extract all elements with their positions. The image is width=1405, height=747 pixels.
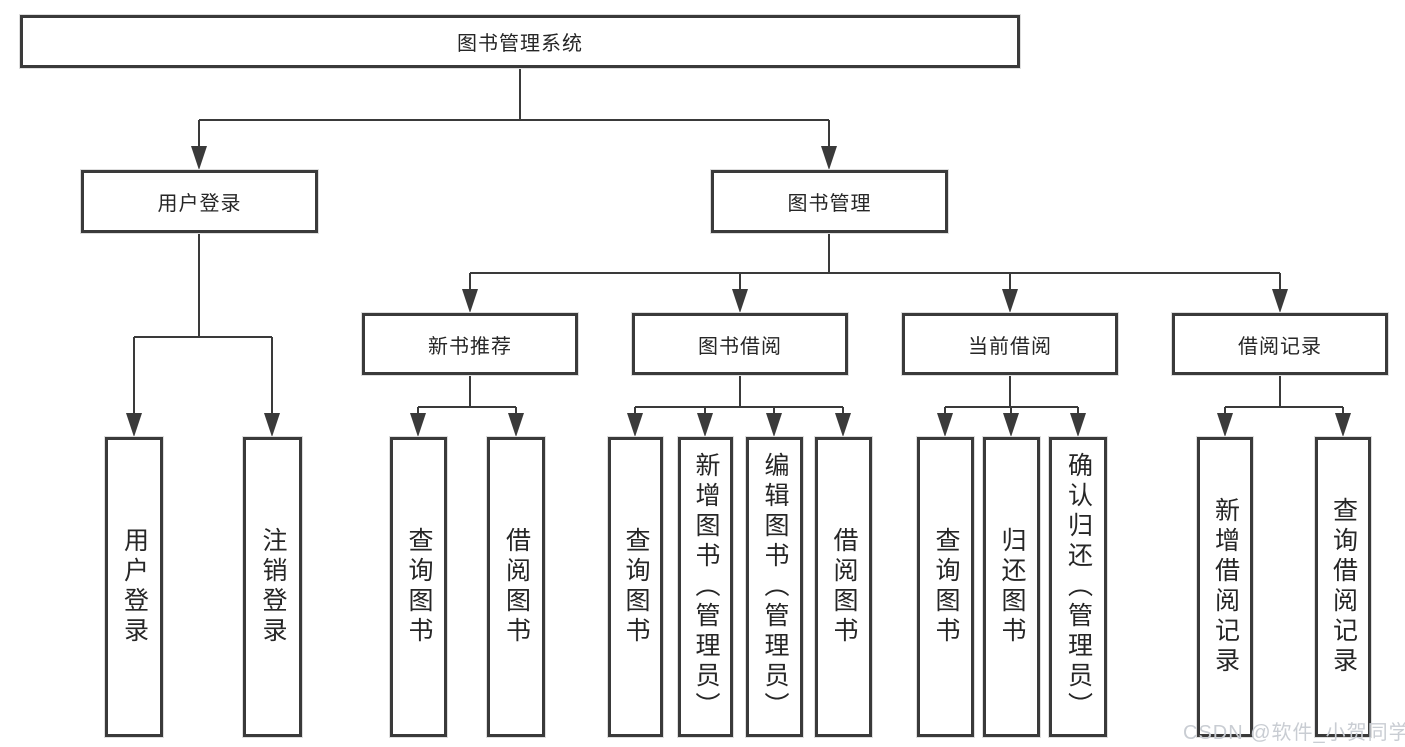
leaf-recommend-borrow-book-label: 借阅图书 xyxy=(502,527,531,647)
leaf-recommend-borrow-book: 借阅图书 xyxy=(487,437,545,737)
leaf-records-query-record: 查询借阅记录 xyxy=(1315,437,1371,737)
leaf-current-query-book-label: 查询图书 xyxy=(932,527,960,647)
leaf-current-query-book: 查询图书 xyxy=(917,437,974,737)
node-current-borrow: 当前借阅 xyxy=(902,313,1118,375)
leaf-logout-label: 注销登录 xyxy=(259,527,287,647)
csdn-watermark: CSDN @软件_小贺同学 xyxy=(1183,722,1405,744)
leaf-records-add-record: 新增借阅记录 xyxy=(1197,437,1253,737)
leaf-records-add-record-label: 新增借阅记录 xyxy=(1211,497,1240,677)
node-root-label: 图书管理系统 xyxy=(457,33,583,55)
leaf-borrow-edit-book-admin: 编辑图书（管理员） xyxy=(746,437,803,737)
node-borrow-records-label: 借阅记录 xyxy=(1238,335,1322,358)
leaf-borrow-edit-book-admin-label: 编辑图书（管理员） xyxy=(761,452,789,722)
node-new-book-recommend-label: 新书推荐 xyxy=(428,335,512,358)
leaf-borrow-query-book-label: 查询图书 xyxy=(622,527,650,647)
leaf-recommend-query-book-label: 查询图书 xyxy=(405,527,433,647)
leaf-borrow-add-book-admin: 新增图书（管理员） xyxy=(678,437,733,737)
node-user-login-label: 用户登录 xyxy=(157,193,242,215)
node-book-management-label: 图书管理 xyxy=(787,193,872,215)
leaf-current-return-book: 归还图书 xyxy=(983,437,1040,737)
node-book-management: 图书管理 xyxy=(711,170,948,233)
leaf-current-return-book-label: 归还图书 xyxy=(998,527,1026,647)
node-book-borrow-label: 图书借阅 xyxy=(698,335,782,358)
leaf-borrow-borrow-book: 借阅图书 xyxy=(815,437,872,737)
leaf-current-confirm-return-admin-label: 确认归还（管理员） xyxy=(1064,452,1093,722)
node-current-borrow-label: 当前借阅 xyxy=(968,335,1052,358)
node-user-login: 用户登录 xyxy=(81,170,318,233)
leaf-borrow-query-book: 查询图书 xyxy=(608,437,663,737)
leaf-borrow-borrow-book-label: 借阅图书 xyxy=(830,527,858,647)
node-root-library-system: 图书管理系统 xyxy=(20,15,1020,68)
leaf-borrow-add-book-admin-label: 新增图书（管理员） xyxy=(692,452,720,722)
leaf-current-confirm-return-admin: 确认归还（管理员） xyxy=(1049,437,1107,737)
leaf-records-query-record-label: 查询借阅记录 xyxy=(1329,497,1358,677)
arrowheads xyxy=(126,146,1351,437)
leaf-user-login: 用户登录 xyxy=(105,437,163,737)
node-new-book-recommend: 新书推荐 xyxy=(362,313,578,375)
node-book-borrow: 图书借阅 xyxy=(632,313,848,375)
node-borrow-records: 借阅记录 xyxy=(1172,313,1388,375)
leaf-logout: 注销登录 xyxy=(243,437,302,737)
leaf-recommend-query-book: 查询图书 xyxy=(390,437,447,737)
leaf-user-login-label: 用户登录 xyxy=(120,527,149,647)
